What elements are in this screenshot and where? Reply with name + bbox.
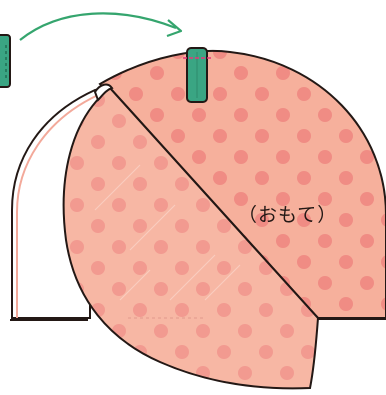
outer-fabric: [98, 49, 386, 319]
lining-edge: [16, 94, 99, 318]
crease-line: [109, 87, 319, 319]
side-label: （おもて）: [238, 204, 338, 226]
flap-fold: [93, 83, 114, 102]
flap-texture: [94, 164, 241, 301]
clip-icon: [0, 34, 11, 88]
curved-arrow-icon: [19, 12, 183, 41]
folded-flap: [62, 86, 320, 390]
tab-icon: [183, 47, 213, 103]
